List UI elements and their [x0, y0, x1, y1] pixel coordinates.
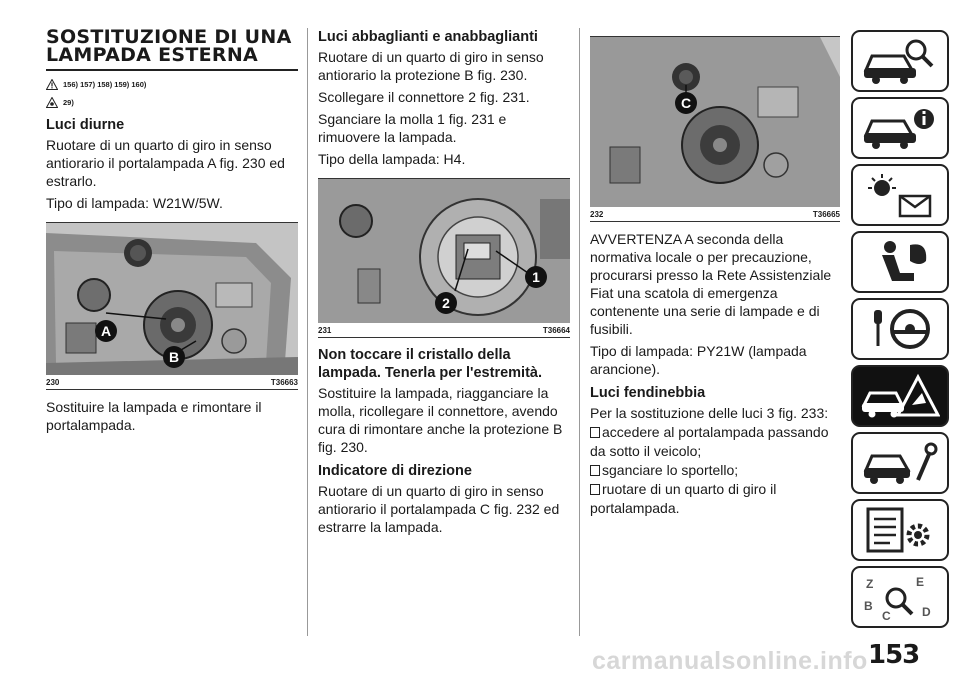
heading-abbaglianti: Luci abbaglianti e anabbaglianti	[318, 29, 538, 45]
list-item-continuation: portalampada.	[590, 500, 680, 516]
tab-informazioni[interactable]	[851, 97, 949, 159]
svg-text:1: 1	[532, 269, 540, 285]
page-title: SOSTITUZIONE DI UNA LAMPADA ESTERNA	[46, 26, 292, 66]
text-luci-diurne: Ruotare di un quarto di giro in senso an…	[46, 137, 285, 189]
watermark: carmanualsonline.info	[592, 647, 868, 675]
headlamp-photo-230: A B	[46, 223, 298, 375]
warning-triangle-icon	[46, 79, 58, 90]
text-sostituire: Sostituire la lampada e rimontare il por…	[46, 399, 262, 433]
tab-sicurezza[interactable]	[851, 231, 949, 293]
column-3: C 232 T36665 AVVERTENZA A seconda della …	[590, 28, 840, 518]
column-divider-2	[579, 28, 580, 636]
text-abb-3: Sganciare la molla 1 fig. 231 e rimuover…	[318, 111, 507, 145]
column-divider-1	[307, 28, 308, 636]
figure-number: 231	[318, 326, 332, 335]
svg-text:Z: Z	[866, 577, 873, 591]
checkbox-bullet-icon	[590, 465, 600, 476]
text-indicatore: Ruotare di un quarto di giro in senso an…	[318, 483, 560, 535]
callout-2: 2	[435, 292, 457, 314]
checkbox-bullet-icon	[590, 427, 600, 438]
alphabet-index-icon: Z E BC D	[864, 575, 931, 622]
svg-text:B: B	[864, 599, 873, 613]
list-item: accedere al portalampada passando	[590, 423, 840, 442]
car-emergency-icon	[861, 373, 940, 418]
tab-in-emergenza[interactable]	[851, 365, 949, 427]
airbag-seat-icon	[882, 241, 927, 281]
warning-refs-row-1: 156) 157) 158) 159) 160)	[46, 77, 298, 92]
caption-232: 232 T36665	[590, 210, 840, 222]
text-non-toccare: Sostituire la lampada, riagganciare la m…	[318, 385, 563, 455]
svg-text:B: B	[169, 349, 179, 365]
car-info-icon	[863, 109, 934, 149]
figure-number: 230	[46, 378, 60, 387]
callout-1: 1	[525, 266, 547, 288]
key-steering-icon	[874, 309, 930, 349]
tab-avviamento-guida[interactable]	[851, 298, 949, 360]
svg-text:C: C	[882, 609, 891, 622]
tab-conoscenza-vettura[interactable]	[851, 30, 949, 92]
svg-text:D: D	[922, 605, 931, 619]
heading-fendinebbia: Luci fendinebbia	[590, 385, 706, 401]
figure-number: 232	[590, 210, 604, 219]
heading-indicatore: Indicatore di direzione	[318, 463, 472, 479]
warning-refs: 156) 157) 158) 159) 160)	[63, 80, 147, 89]
caption-231: 231 T36664	[318, 326, 570, 338]
svg-text:2: 2	[442, 295, 450, 311]
svg-text:E: E	[916, 575, 924, 589]
tab-spie[interactable]	[851, 164, 949, 226]
column-1: SOSTITUZIONE DI UNA LAMPADA ESTERNA 156)…	[46, 28, 298, 438]
car-search-icon	[863, 39, 934, 84]
figure-232: C 232 T36665	[590, 36, 840, 222]
page-number: 153	[868, 640, 920, 670]
figure-231: 1 2 231 T36664	[318, 178, 570, 338]
figure-code: T36664	[542, 326, 570, 335]
checkbox-bullet-icon	[590, 484, 600, 495]
caption-230: 230 T36663	[46, 378, 298, 390]
figure-230: A B 230 T36663	[46, 222, 298, 390]
text-fendinebbia: Per la sostituzione delle luci 3 fig. 23…	[590, 405, 829, 421]
headlamp-photo-232: C	[590, 37, 840, 207]
tab-dati-tecnici[interactable]	[851, 499, 949, 561]
dashboard-lights-icon	[868, 174, 932, 218]
heading-luci-diurne: Luci diurne	[46, 117, 125, 133]
list-item-continuation: da sotto il veicolo;	[590, 443, 702, 459]
caution-triangle-icon	[46, 97, 58, 108]
text-abb-2: Scollegare il connettore 2 fig. 231.	[318, 89, 530, 105]
caution-refs: 29)	[63, 98, 74, 107]
callout-b: B	[163, 346, 185, 368]
heading-non-toccare: Non toccare il cristallo della lampada. …	[318, 347, 542, 381]
text-tipo-diurne: Tipo di lampada: W21W/5W.	[46, 195, 223, 211]
list-item: ruotare di un quarto di giro il	[590, 480, 840, 499]
tab-manutenzione[interactable]	[851, 432, 949, 494]
text-abb-1: Ruotare di un quarto di giro in senso an…	[318, 49, 544, 83]
warning-refs-row-2: 29)	[46, 95, 298, 110]
list-item: sganciare lo sportello;	[590, 461, 840, 480]
headlamp-photo-231: 1 2	[318, 179, 570, 323]
callout-a: A	[95, 320, 117, 342]
checklist-gear-icon	[866, 507, 930, 553]
title-divider	[46, 69, 298, 71]
callout-c: C	[675, 92, 697, 114]
column-2: Luci abbaglianti e anabbaglianti Ruotare…	[318, 28, 570, 540]
figure-code: T36665	[812, 210, 840, 219]
svg-text:A: A	[101, 323, 111, 339]
text-avvertenza: AVVERTENZA A seconda della normativa loc…	[590, 231, 832, 337]
text-tipo-indicatore: Tipo di lampada: PY21W (lampada arancion…	[590, 343, 807, 377]
svg-text:C: C	[681, 95, 691, 111]
text-abb-4: Tipo della lampada: H4.	[318, 151, 466, 167]
figure-code: T36663	[270, 378, 298, 387]
car-wrench-icon	[863, 442, 938, 484]
